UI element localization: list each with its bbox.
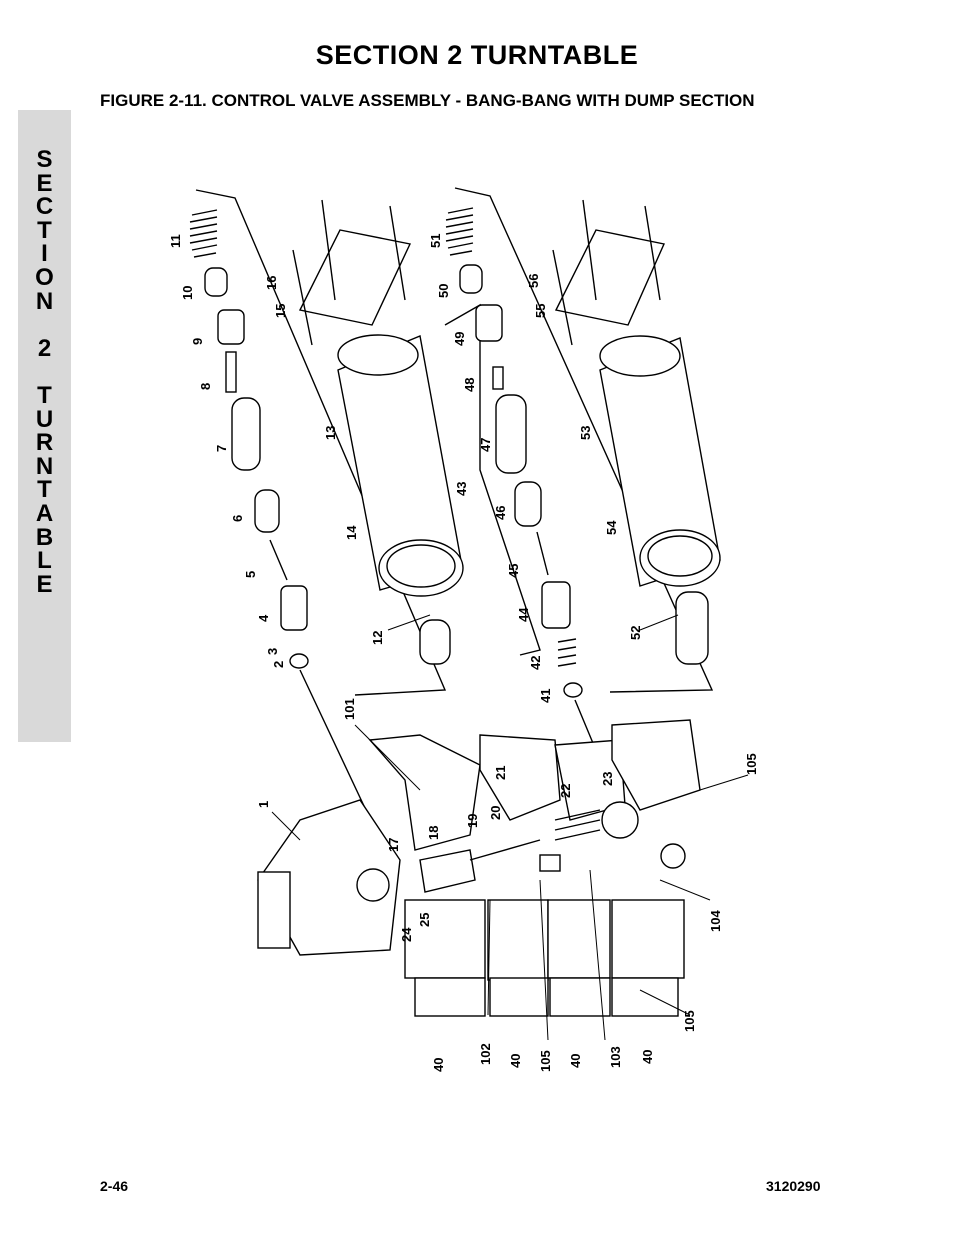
right-group-frame [454, 187, 714, 693]
part-callout-label: 45 [506, 564, 521, 578]
valve-body-assembly [257, 719, 701, 1017]
side-tab-letter: E [36, 169, 53, 197]
part-callout-label: 8 [198, 383, 213, 390]
side-tab-letter: A [35, 499, 54, 527]
part-callout-label: 11 [168, 234, 183, 248]
part-callout-label: 51 [428, 234, 443, 248]
part-callout-label: 1 [256, 801, 271, 808]
side-tab-letter: L [37, 547, 52, 575]
part-callout-label: 56 [526, 274, 541, 288]
side-tab-letter: C [35, 193, 54, 221]
document-number: 3120290 [766, 1178, 821, 1194]
right-solenoid-cylinder [552, 199, 721, 665]
part-callout-label: 44 [516, 607, 531, 622]
part-callout-label: 42 [528, 656, 543, 670]
part-callout-label: 105 [744, 753, 759, 775]
side-tab-letter: N [35, 287, 54, 315]
side-tab-letter: S [36, 146, 53, 173]
part-callout-label: 3 [265, 648, 280, 655]
part-callout-label: 101 [342, 698, 357, 720]
left-spool-parts [189, 209, 381, 841]
part-callout-label: 103 [608, 1046, 623, 1068]
part-callout-label: 41 [538, 689, 553, 703]
part-callout-label: 12 [370, 631, 385, 645]
part-callout-label: 53 [578, 426, 593, 440]
side-tab-letter: 2 [37, 334, 52, 362]
side-tab-letter: T [37, 476, 52, 504]
left-group-frame [195, 189, 447, 696]
part-callout-label: 54 [604, 520, 619, 535]
side-tab-letter: T [37, 216, 52, 244]
part-callout-label: 14 [344, 525, 359, 540]
bracket-43 [444, 303, 541, 656]
part-callout-label: 40 [568, 1054, 583, 1068]
part-callout-label: 46 [493, 506, 508, 520]
callout-leaders [271, 614, 749, 1041]
part-callout-label: 16 [264, 276, 279, 290]
side-tab-letter: U [35, 405, 54, 433]
part-callout-label: 7 [214, 445, 229, 452]
part-callout-label: 13 [323, 426, 338, 440]
part-callout-label: 20 [488, 806, 503, 820]
part-callout-label: 21 [493, 766, 508, 780]
part-callout-label: 40 [431, 1058, 446, 1072]
part-callout-label: 102 [478, 1043, 493, 1065]
part-callout-label: 18 [426, 826, 441, 840]
part-callout-label: 9 [190, 338, 205, 345]
side-tab-letter: O [35, 263, 54, 291]
part-callout-label: 19 [465, 814, 480, 828]
part-callout-label: 104 [708, 910, 723, 932]
part-callout-label: 6 [230, 515, 245, 522]
side-tab-letter: R [35, 429, 54, 457]
part-callout-label: 17 [386, 838, 401, 852]
part-callout-label: 23 [600, 772, 615, 786]
part-callout-label: 43 [454, 482, 469, 496]
page-number: 2-46 [100, 1178, 129, 1194]
part-callout-label: 40 [640, 1050, 655, 1064]
part-callout-label: 4 [256, 614, 271, 622]
part-callout-label: 10 [180, 286, 195, 300]
part-callout-label: 55 [533, 304, 548, 318]
side-tab-letter: E [36, 570, 53, 598]
section-title: SECTION 2 TURNTABLE [315, 40, 639, 70]
part-callout-label: 25 [417, 913, 432, 927]
right-spool-parts [445, 207, 601, 761]
part-callout-label: 48 [462, 378, 477, 392]
side-tab-letter: I [41, 240, 48, 268]
part-callout-label: 47 [478, 438, 493, 452]
part-callout-label: 49 [452, 332, 467, 346]
left-solenoid-cylinder [292, 199, 464, 665]
side-tab-letter: B [35, 523, 54, 551]
callout-labels: 1234567891011121314151617181920212223242… [168, 234, 759, 1072]
part-callout-label: 52 [628, 626, 643, 640]
side-tab-letter: N [35, 452, 54, 480]
part-callout-label: 50 [436, 284, 451, 298]
side-tab-letter: T [37, 381, 52, 409]
part-callout-label: 40 [508, 1054, 523, 1068]
part-callout-label: 5 [243, 571, 258, 578]
part-callout-label: 2 [271, 661, 286, 668]
figure-title: FIGURE 2-11. CONTROL VALVE ASSEMBLY - BA… [100, 91, 755, 110]
part-callout-label: 105 [538, 1050, 553, 1072]
part-callout-label: 105 [682, 1010, 697, 1032]
part-callout-label: 22 [558, 784, 573, 798]
part-callout-label: 24 [399, 927, 414, 942]
part-callout-label: 15 [273, 304, 288, 318]
